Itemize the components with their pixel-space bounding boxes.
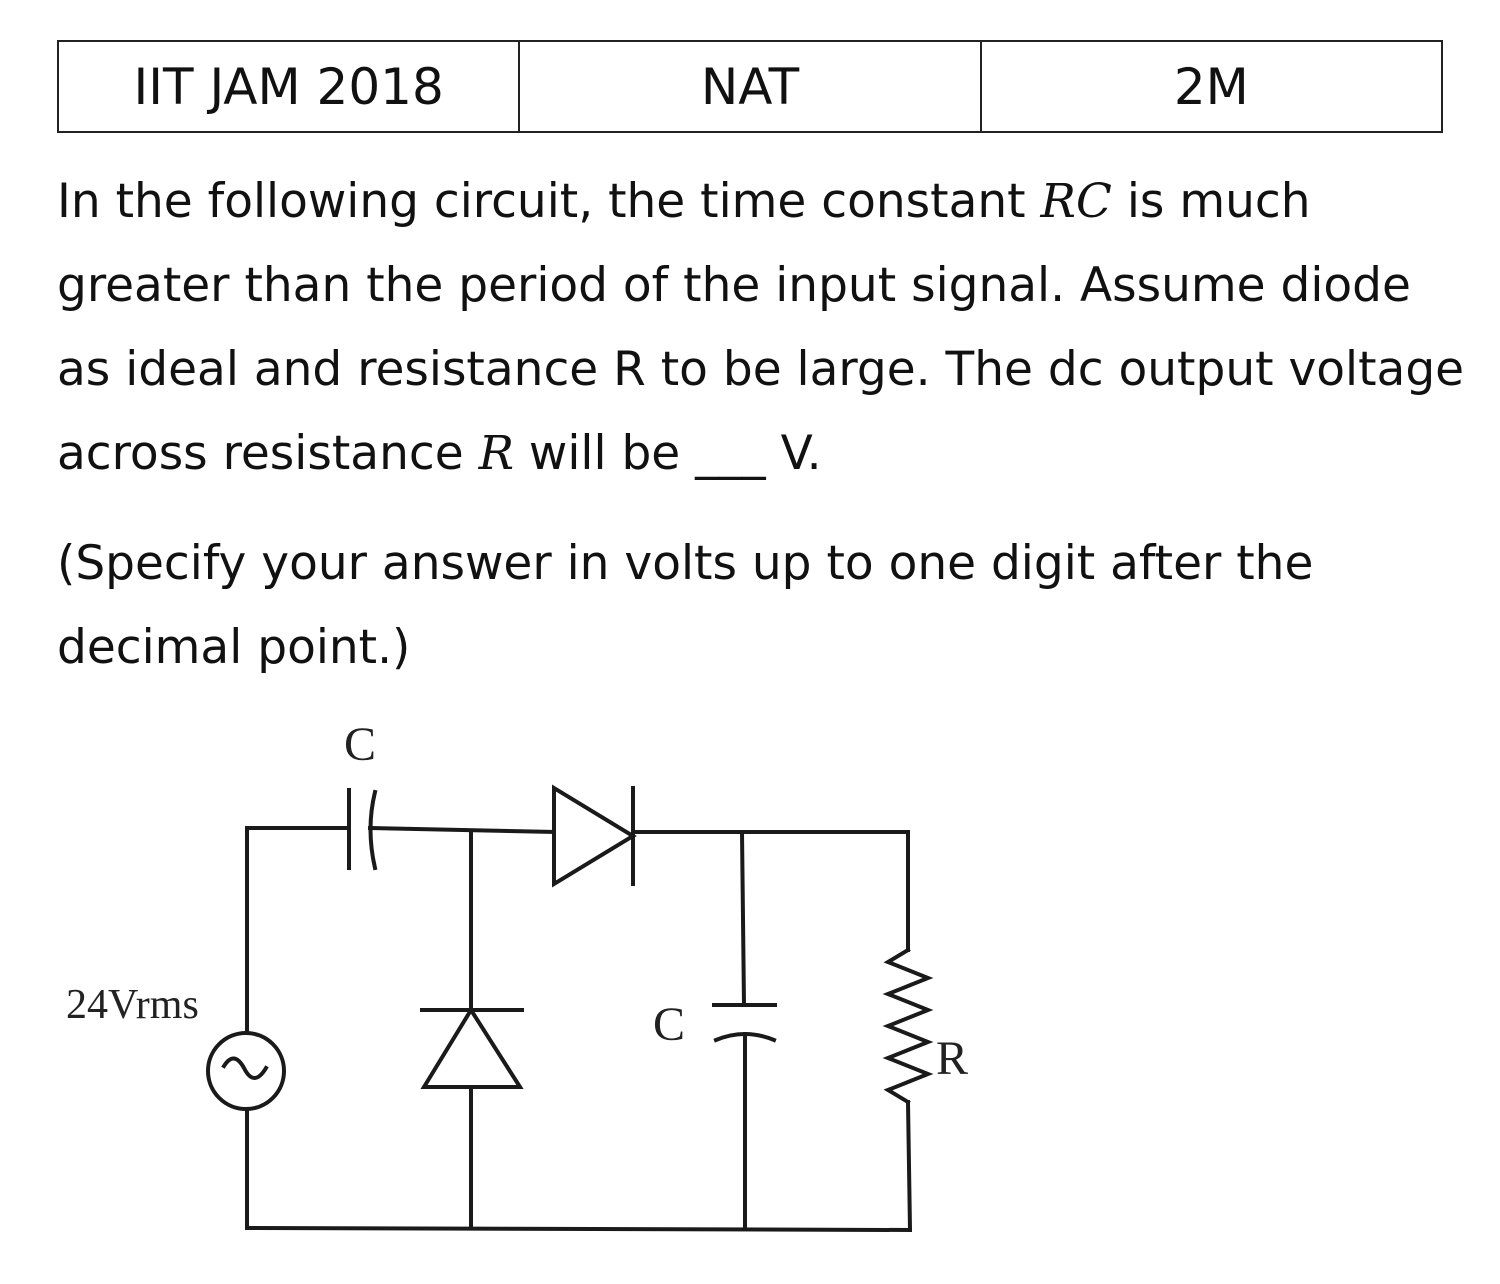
wire-capacitor-top [739,829,747,1008]
resistor-label: R [936,1032,968,1085]
wire-resistor-bottom [905,1099,913,1233]
source-label: 24Vrms [66,982,199,1028]
diode-series-body [552,784,637,888]
wire-bottom [244,1225,913,1233]
capacitor-shunt-label: C [653,998,685,1051]
math-rc: RC [1040,174,1112,229]
ac-source-icon [206,1031,286,1111]
question-header-table: IIT JAM 2018 NAT 2M [56,40,1444,133]
marks-cell: 2M [979,40,1444,133]
header-row: IIT JAM 2018 NAT 2M [56,40,1444,133]
question-part-2: is much greater than the period of the i… [57,174,1465,481]
question-type-cell: NAT [518,40,982,133]
exam-name-cell: IIT JAM 2018 [56,40,521,133]
circuit-diagram: C 24Vrms C R [66,718,968,1233]
question-part-1: In the following circuit, the time const… [57,174,1041,229]
question-text: In the following circuit, the time const… [57,160,1467,496]
ac-wave-icon [221,1056,269,1080]
diode-shunt-body [420,1006,524,1089]
answer-instruction: (Specify your answer in volts up to one … [57,536,1314,675]
capacitor-series-label: C [344,718,376,771]
math-r: R [478,426,514,481]
resistor-zigzag [882,947,934,1105]
wire-top-middle [367,825,557,835]
question-part-3: will be ___ V. [513,426,822,481]
